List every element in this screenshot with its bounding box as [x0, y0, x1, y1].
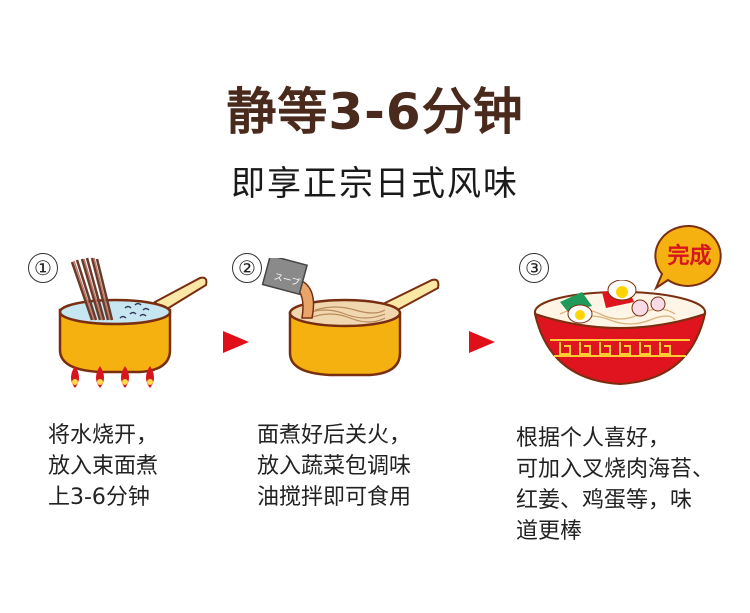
- done-badge-label: 完成: [667, 244, 712, 269]
- ramen-bowl-icon: [533, 280, 707, 386]
- next-arrow-icon: [223, 331, 249, 353]
- step-1-description: 将水烧开， 放入束面煮 上3-6分钟: [48, 423, 159, 510]
- step-3-description: 根据个人喜好， 可加入叉烧肉海苔、 红姜、鸡蛋等，味 道更棒: [516, 426, 715, 544]
- step-1-number: ①: [28, 253, 58, 283]
- next-arrow-icon: [469, 331, 495, 353]
- speech-bubble-icon: [653, 224, 722, 291]
- pot-add-soup-packet-icon: スープ: [261, 258, 440, 377]
- step-2-number: ②: [232, 253, 262, 283]
- done-badge: 完成: [652, 224, 727, 292]
- step-3-number: ③: [519, 253, 549, 283]
- page-title: 静等3-6分钟: [226, 83, 524, 141]
- page-subtitle: 即享正宗日式风味: [231, 164, 519, 204]
- step-2-description: 面煮好后关火， 放入蔬菜包调味 油搅拌即可食用: [257, 423, 412, 510]
- pot-boiling-noodles-icon: [58, 257, 208, 388]
